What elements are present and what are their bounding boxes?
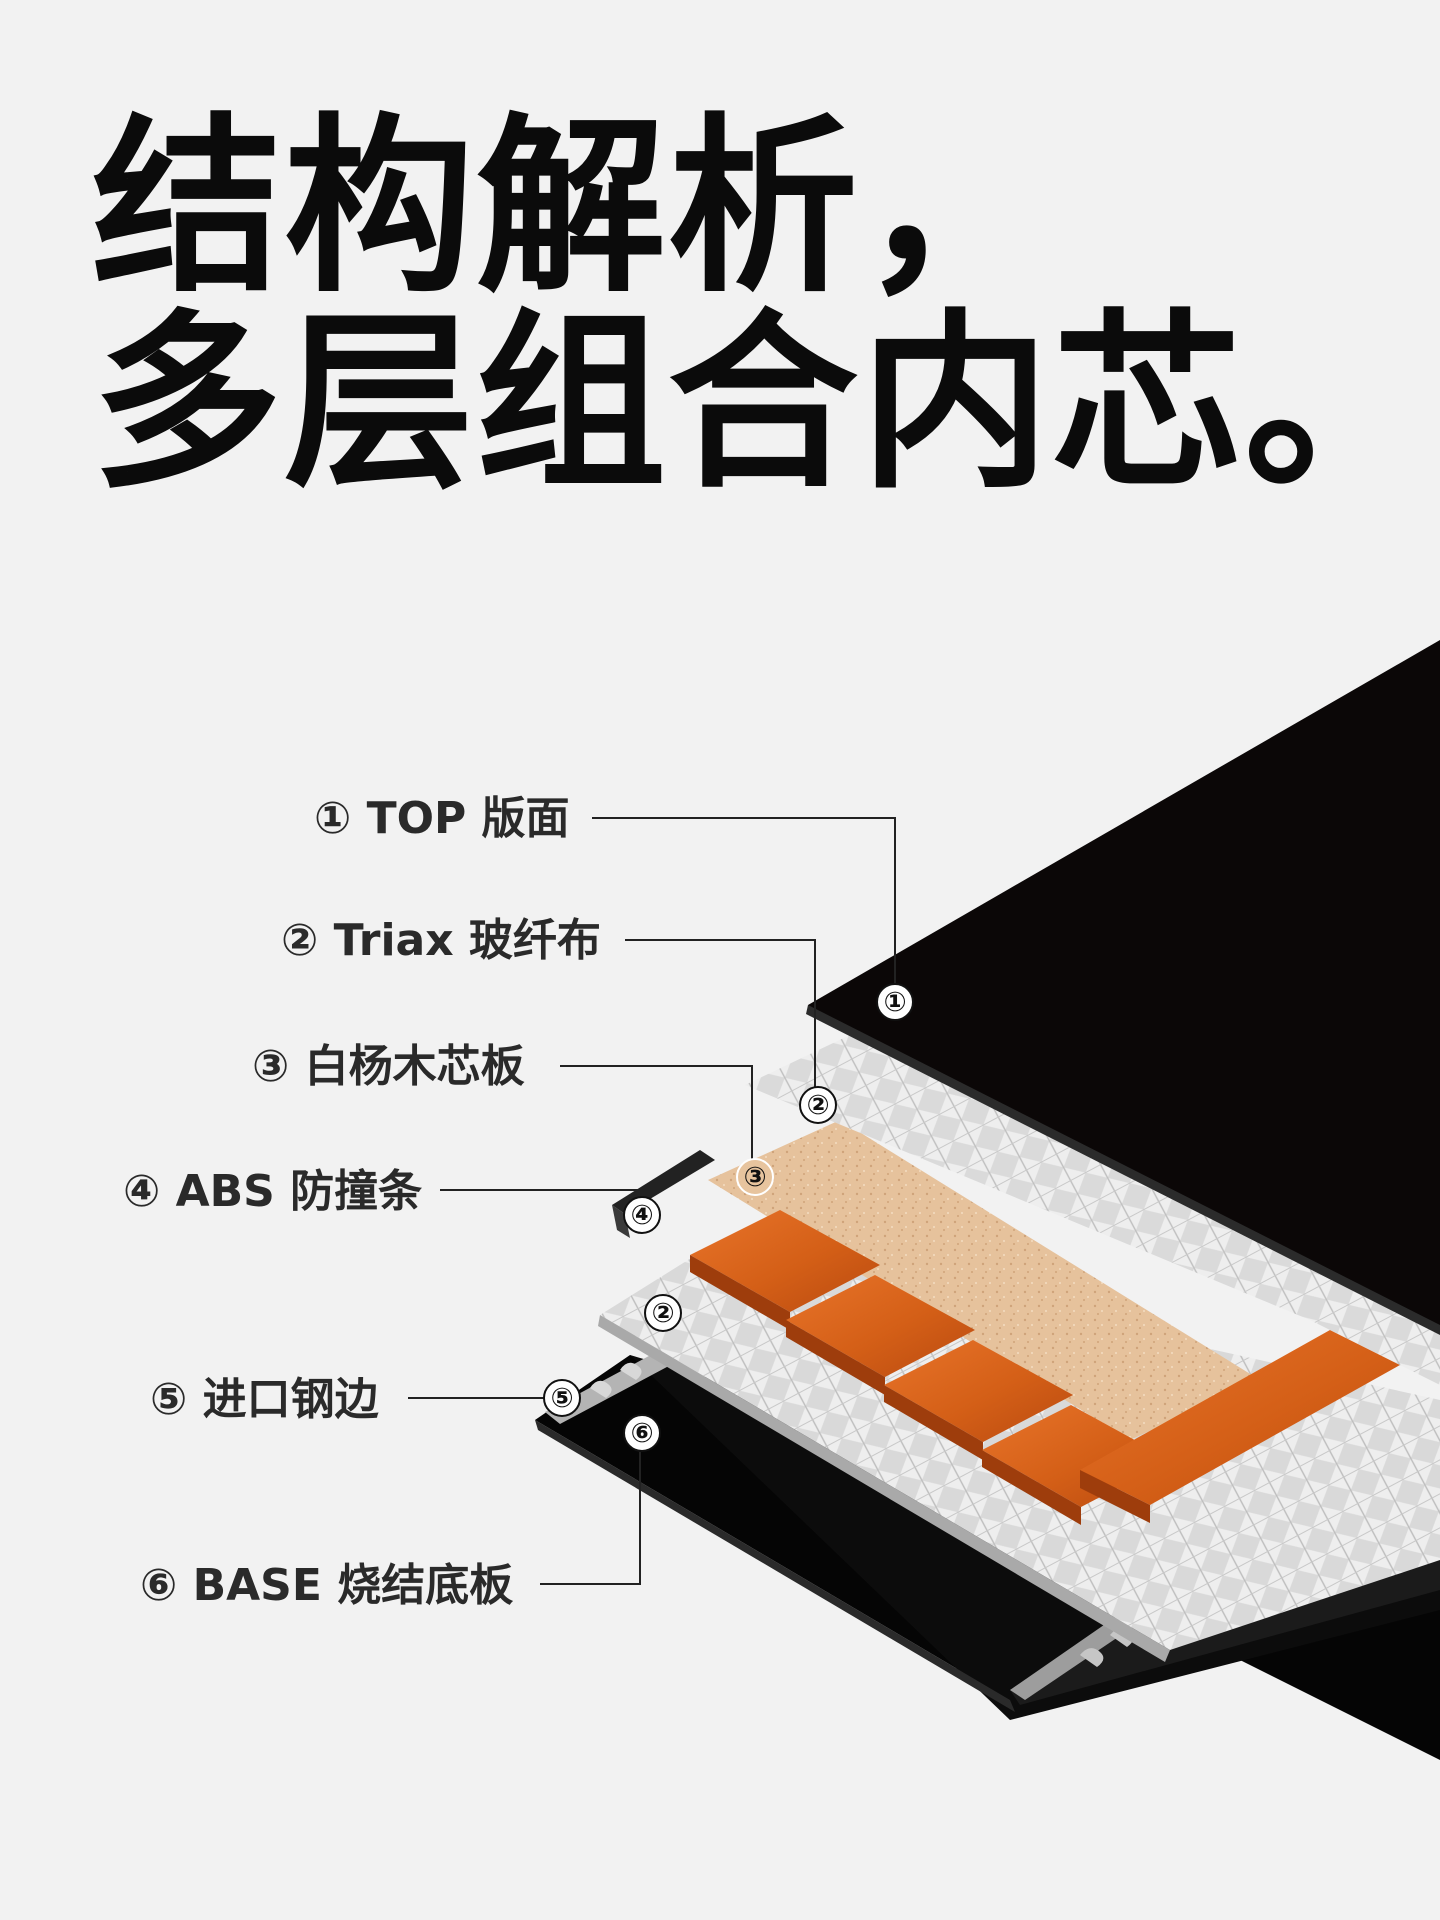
leader-line-2 (625, 939, 816, 1088)
marker-4-text: ④ (631, 1200, 654, 1231)
marker-4: ④ (623, 1196, 661, 1234)
marker-3-text: ③ (744, 1162, 767, 1193)
marker-6-text: ⑥ (631, 1418, 654, 1449)
headline-line-1: 结构解析， (92, 97, 1053, 318)
marker-3: ③ (736, 1158, 774, 1196)
top-sheet-layer (806, 640, 1440, 1335)
label-top-sheet: ① TOP 版面 (314, 793, 570, 844)
leader-line-6 (540, 1452, 641, 1585)
marker-1-text: ① (884, 987, 907, 1018)
leader-line-1 (592, 817, 896, 985)
wood-core-layer (690, 1120, 1400, 1525)
marker-2-upper-text: ② (807, 1090, 830, 1121)
marker-2-lower-text: ② (652, 1298, 675, 1329)
wood-stringer (1080, 1330, 1400, 1523)
label-poplar-core: ③ 白杨木芯板 (252, 1041, 525, 1092)
label-base: ⑥ BASE 烧结底板 (140, 1560, 513, 1611)
marker-1: ① (876, 983, 914, 1021)
label-abs-sidewall: ④ ABS 防撞条 (123, 1166, 422, 1217)
headline: 结构解析， 多层组合内芯。 (92, 110, 1436, 502)
marker-5: ⑤ (543, 1379, 581, 1417)
wood-stringer (690, 1210, 880, 1330)
marker-2-lower: ② (644, 1294, 682, 1332)
headline-line-2: 多层组合内芯。 (92, 293, 1437, 514)
wood-stringer (786, 1275, 975, 1395)
leader-line-4 (440, 1189, 643, 1212)
marker-5-text: ⑤ (551, 1383, 574, 1414)
label-triax-fiberglass: ② Triax 玻纤布 (281, 915, 601, 966)
marker-2-upper: ② (799, 1086, 837, 1124)
marker-6: ⑥ (623, 1414, 661, 1452)
leader-line-3 (560, 1065, 753, 1170)
fiberglass-upper-layer (745, 1035, 1440, 1385)
label-steel-edge: ⑤ 进口钢边 (150, 1374, 379, 1425)
wood-stringer (884, 1340, 1073, 1460)
